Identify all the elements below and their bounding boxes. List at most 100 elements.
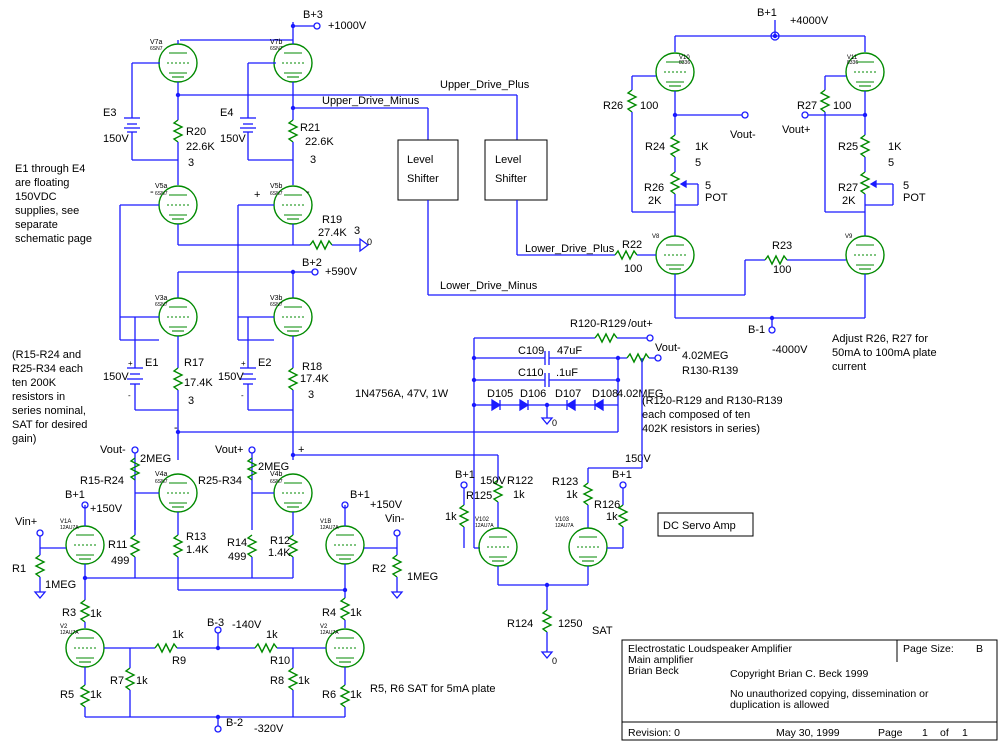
svg-text:V1B: V1B [320, 519, 331, 525]
svg-text:499: 499 [228, 551, 246, 563]
tube-v1b: V1B 12AU7A B+1 +150V [178, 489, 403, 598]
b3-label: B+3 [303, 9, 323, 21]
svg-text:1k: 1k [606, 511, 618, 523]
svg-text:R13: R13 [186, 531, 206, 543]
svg-text:Main amplifier: Main amplifier [628, 654, 694, 666]
svg-text:-320V: -320V [254, 723, 284, 735]
svg-text:R27: R27 [797, 100, 817, 112]
svg-text:R25: R25 [838, 141, 858, 153]
svg-text:150V: 150V [103, 371, 129, 383]
b-1-node: B-1 -4000V [748, 315, 808, 356]
svg-text:Adjust R26, R27 for: Adjust R26, R27 for [832, 333, 928, 345]
svg-text:V1A: V1A [60, 519, 71, 525]
svg-text:R126: R126 [594, 499, 620, 511]
svg-text:Vout-: Vout- [655, 342, 681, 354]
svg-text:1: 1 [962, 727, 968, 739]
svg-text:V3a: V3a [155, 295, 168, 302]
svg-text:6SN7: 6SN7 [270, 479, 283, 485]
svg-text:V8: V8 [652, 234, 660, 240]
svg-text:separate: separate [15, 219, 58, 231]
svg-text:100: 100 [773, 264, 791, 276]
svg-text:R27: R27 [838, 182, 858, 194]
b3-voltage: +1000V [328, 20, 367, 32]
svg-text:150V: 150V [103, 133, 129, 145]
r15-r24-label: R15-R24 [80, 475, 124, 487]
svg-text:R14: R14 [227, 537, 247, 549]
vin-minus-input: Vin- R2 1MEG [364, 513, 438, 600]
svg-text:schematic page: schematic page [15, 233, 92, 245]
svg-text:12AU7A: 12AU7A [475, 523, 494, 529]
svg-text:5: 5 [705, 180, 711, 192]
svg-text:3: 3 [354, 225, 360, 237]
svg-text:1k: 1k [298, 675, 310, 687]
svg-text:+: + [298, 444, 304, 456]
net-lower-drive: Lower_Drive_Plus Lower_Drive_Minus [428, 243, 746, 296]
resistor-r11: R11 499 [108, 520, 141, 578]
svg-text:series nominal,: series nominal, [12, 405, 86, 417]
svg-text:5: 5 [695, 157, 701, 169]
svg-text:1k: 1k [350, 607, 362, 619]
resistor-r22: R22 100 [614, 239, 656, 275]
svg-text:6SN7: 6SN7 [270, 191, 283, 197]
svg-text:B+2: B+2 [302, 257, 322, 269]
svg-text:150V: 150V [625, 453, 651, 465]
svg-text:R10: R10 [270, 655, 290, 667]
svg-text:Copyright Brian C. Beck 1999: Copyright Brian C. Beck 1999 [730, 668, 868, 680]
tube-v11: V11 8336 Vout+ [782, 52, 885, 136]
svg-text:3: 3 [308, 389, 314, 401]
resistor-r8: R8 1k [270, 648, 310, 717]
svg-text:R7: R7 [110, 675, 124, 687]
svg-text:1: 1 [922, 727, 928, 739]
svg-text:Revision: 0: Revision: 0 [628, 727, 680, 739]
pot-r27: R27 2K 5 POT [838, 171, 926, 236]
tube-v3b: V3b 6SN7 [238, 295, 313, 341]
svg-text:R124: R124 [507, 618, 533, 630]
svg-text:0: 0 [552, 418, 557, 428]
resistor-r27: R27 100 [797, 76, 865, 213]
svg-text:/out+: /out+ [628, 318, 653, 330]
svg-text:17.4K: 17.4K [184, 377, 213, 389]
svg-text:Vout+: Vout+ [782, 124, 810, 136]
net-servo-feed: - + [174, 422, 618, 458]
resistor-r25: R25 1K 5 [838, 134, 902, 172]
svg-text:E1 through E4: E1 through E4 [15, 163, 85, 175]
svg-text:4.02MEG: 4.02MEG [682, 350, 728, 362]
svg-text:gain): gain) [12, 433, 36, 445]
svg-text:0: 0 [552, 656, 557, 666]
resistor-r18: R18 17.4K 3 [287, 336, 329, 460]
svg-text:+: + [241, 359, 246, 368]
svg-text:D106: D106 [520, 388, 546, 400]
svg-text:12AU7A: 12AU7A [320, 630, 339, 636]
upper-drive-plus-label: Upper_Drive_Plus [440, 79, 530, 91]
r5-r6-note: R5, R6 SAT for 5mA plate [370, 683, 496, 695]
svg-text:Shifter: Shifter [407, 173, 439, 185]
svg-text:499: 499 [111, 555, 129, 567]
svg-text:C110: C110 [518, 367, 543, 379]
svg-text:R24: R24 [645, 141, 665, 153]
svg-text:R5: R5 [60, 689, 74, 701]
svg-text:D105: D105 [487, 388, 513, 400]
svg-text:5: 5 [888, 157, 894, 169]
svg-text:DC Servo Amp: DC Servo Amp [663, 520, 736, 532]
svg-text:R122: R122 [507, 475, 533, 487]
svg-text:R20: R20 [186, 126, 206, 138]
svg-text:-4000V: -4000V [772, 344, 808, 356]
title-text: Electrostatic Loudspeaker Amplifier [628, 643, 792, 655]
svg-text:of: of [940, 727, 949, 739]
svg-text:B-1: B-1 [748, 324, 765, 336]
svg-text:V9: V9 [845, 234, 853, 240]
b1-rail: B+1 +4000V [674, 7, 866, 52]
svg-text:12AU7A: 12AU7A [320, 525, 339, 531]
resistor-r10: 1k R10 [254, 629, 293, 667]
resistor-r17: R17 17.4K 3 [172, 336, 213, 460]
svg-text:1k: 1k [90, 608, 102, 620]
svg-text:Shifter: Shifter [495, 173, 527, 185]
svg-text:Vout+: Vout+ [215, 444, 243, 456]
svg-text:3: 3 [188, 157, 194, 169]
title-block: Electrostatic Loudspeaker Amplifier Main… [621, 639, 998, 741]
svg-text:R26: R26 [603, 100, 623, 112]
svg-text:100: 100 [624, 263, 642, 275]
resistor-r24: R24 1K 5 [645, 134, 709, 172]
svg-text:V103: V103 [555, 517, 570, 523]
svg-text:1MEG: 1MEG [407, 571, 438, 583]
